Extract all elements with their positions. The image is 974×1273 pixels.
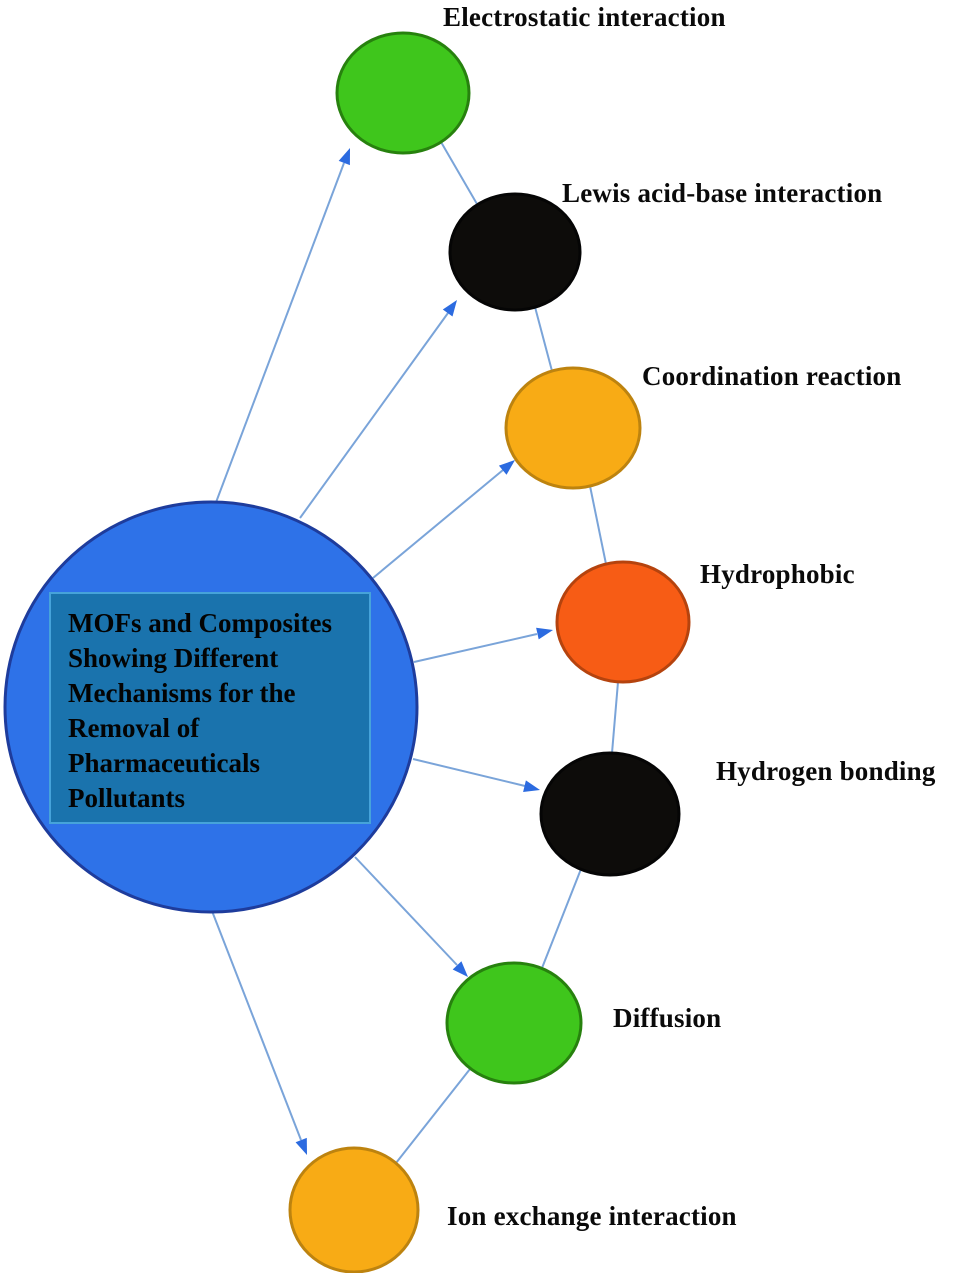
connector-line bbox=[541, 868, 582, 969]
arrow-shaft bbox=[372, 469, 504, 579]
hub-caption: MOFs and Composites Showing Different Me… bbox=[50, 593, 370, 823]
node-coordination-circle bbox=[504, 366, 642, 490]
hub-caption-line: Removal of bbox=[68, 713, 200, 743]
connector-line bbox=[534, 306, 553, 372]
arrow-shaft bbox=[413, 633, 538, 663]
label-ion-exchange: Ion exchange interaction bbox=[447, 1201, 737, 1231]
hub-caption-line: Pharmaceuticals bbox=[68, 748, 260, 778]
arrowhead bbox=[295, 1137, 307, 1155]
arrowhead bbox=[452, 961, 468, 977]
arrow-shaft bbox=[214, 162, 345, 506]
arrow-shaft bbox=[354, 856, 458, 966]
label-diffusion: Diffusion bbox=[613, 1003, 722, 1033]
node-hydrogen-circle bbox=[539, 751, 681, 877]
node-hydrophobic-circle bbox=[555, 560, 691, 684]
arrowhead bbox=[536, 627, 553, 640]
label-lewis: Lewis acid-base interaction bbox=[562, 178, 883, 208]
arrowheads bbox=[295, 148, 553, 1155]
arrow-shaft bbox=[211, 910, 302, 1141]
hub-caption-line: Showing Different bbox=[68, 643, 279, 673]
node-electrostatic-circle bbox=[335, 31, 471, 155]
node-ion-exchange-circle bbox=[288, 1146, 420, 1273]
hub-text-box bbox=[49, 592, 371, 824]
hub-caption-line: Mechanisms for the bbox=[68, 678, 296, 708]
chain-connectors bbox=[395, 141, 619, 1164]
label-hydrophobic: Hydrophobic bbox=[700, 559, 855, 589]
connector-line bbox=[589, 485, 607, 565]
arrow-shaft bbox=[299, 312, 449, 519]
connector-line bbox=[440, 141, 478, 205]
connector-line bbox=[611, 681, 619, 754]
node-lewis-circle bbox=[448, 192, 582, 312]
arrowhead bbox=[523, 780, 540, 792]
hub-arrows bbox=[211, 162, 538, 1141]
label-hydrogen: Hydrogen bonding bbox=[716, 756, 936, 786]
hub-caption-line: MOFs and Composites bbox=[68, 608, 333, 638]
hub-caption-line: Pollutants bbox=[68, 783, 186, 813]
connector-line bbox=[395, 1068, 471, 1164]
arrowhead bbox=[338, 148, 350, 166]
node-diffusion-circle bbox=[445, 961, 583, 1085]
arrowhead bbox=[442, 300, 457, 317]
label-coordination: Coordination reaction bbox=[642, 361, 902, 391]
arrowhead bbox=[498, 460, 515, 475]
label-electrostatic: Electrostatic interaction bbox=[443, 2, 726, 32]
arrow-shaft bbox=[412, 758, 526, 787]
